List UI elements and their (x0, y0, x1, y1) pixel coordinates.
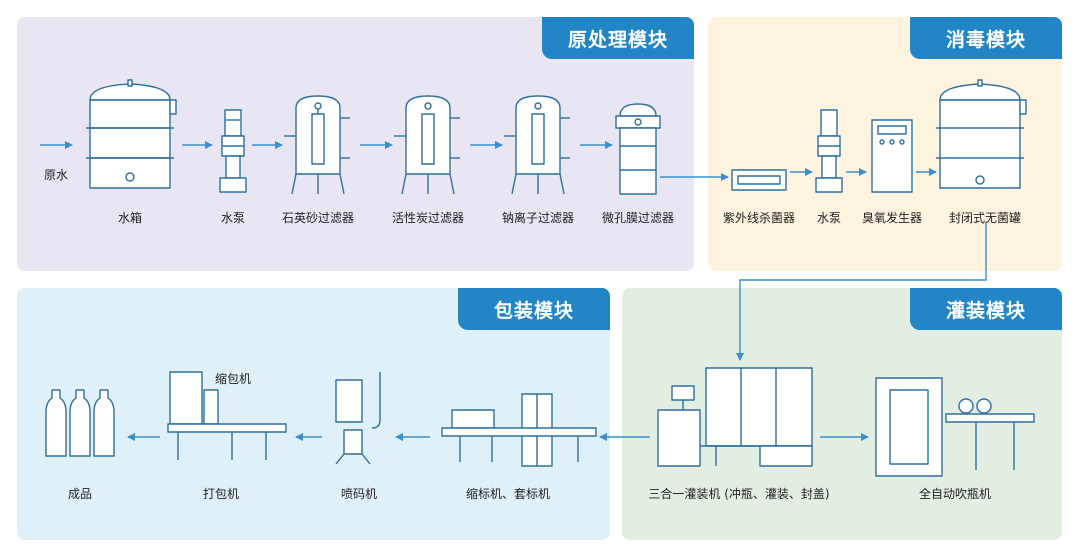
uv-sterilizer-icon (731, 169, 787, 191)
sealed-tank-icon (936, 79, 1027, 189)
label-water-tank: 水箱 (117, 211, 143, 225)
label-labeler: 缩标机、套标机 (465, 487, 551, 501)
label-water-pump-2: 水泵 (816, 211, 842, 225)
label-raw-water: 原水 (43, 168, 69, 182)
packer-icon (167, 371, 287, 460)
labeler-icon (441, 393, 597, 467)
label-micro-filter: 微孔膜过滤器 (601, 211, 675, 225)
water-pump-icon (219, 109, 247, 193)
label-ozone-generator: 臭氧发生器 (861, 211, 923, 225)
bottle-icon (45, 389, 115, 457)
label-shrink-packer: 缩包机 (214, 372, 252, 386)
pretreatment-module-title: 原处理模块 (542, 17, 694, 59)
blow-molder-icon (875, 377, 1035, 477)
disinfection-module-title: 消毒模块 (910, 17, 1062, 59)
water-pump-2-icon (815, 109, 843, 193)
label-sealed-tank: 封闭式无菌罐 (948, 211, 1022, 225)
water-tank-icon (86, 79, 177, 189)
label-uv-sterilizer: 紫外线杀菌器 (722, 211, 796, 225)
packing-module-panel (17, 288, 610, 540)
coder-icon (335, 372, 381, 465)
micro-filter-icon (615, 103, 661, 195)
sodium-filter-icon (504, 95, 570, 195)
packing-module-title: 包装模块 (458, 288, 610, 330)
label-packer: 打包机 (202, 487, 240, 501)
carbon-filter-icon (394, 95, 460, 195)
ozone-generator-icon (871, 119, 913, 193)
filling-machine-icon (657, 367, 813, 467)
label-sodium-filter: 钠离子过滤器 (501, 211, 575, 225)
label-carbon-filter: 活性炭过滤器 (391, 211, 465, 225)
label-water-pump: 水泵 (220, 211, 246, 225)
filling-module-title: 灌装模块 (910, 288, 1062, 330)
label-quartz-filter: 石英砂过滤器 (281, 211, 355, 225)
label-product: 成品 (67, 487, 93, 501)
label-coder: 喷码机 (340, 487, 378, 501)
quartz-filter-icon (284, 95, 350, 195)
label-blow-molder: 全自动吹瓶机 (918, 487, 992, 501)
label-filler: 三合一灌装机 (冲瓶、灌装、封盖) (648, 487, 830, 501)
